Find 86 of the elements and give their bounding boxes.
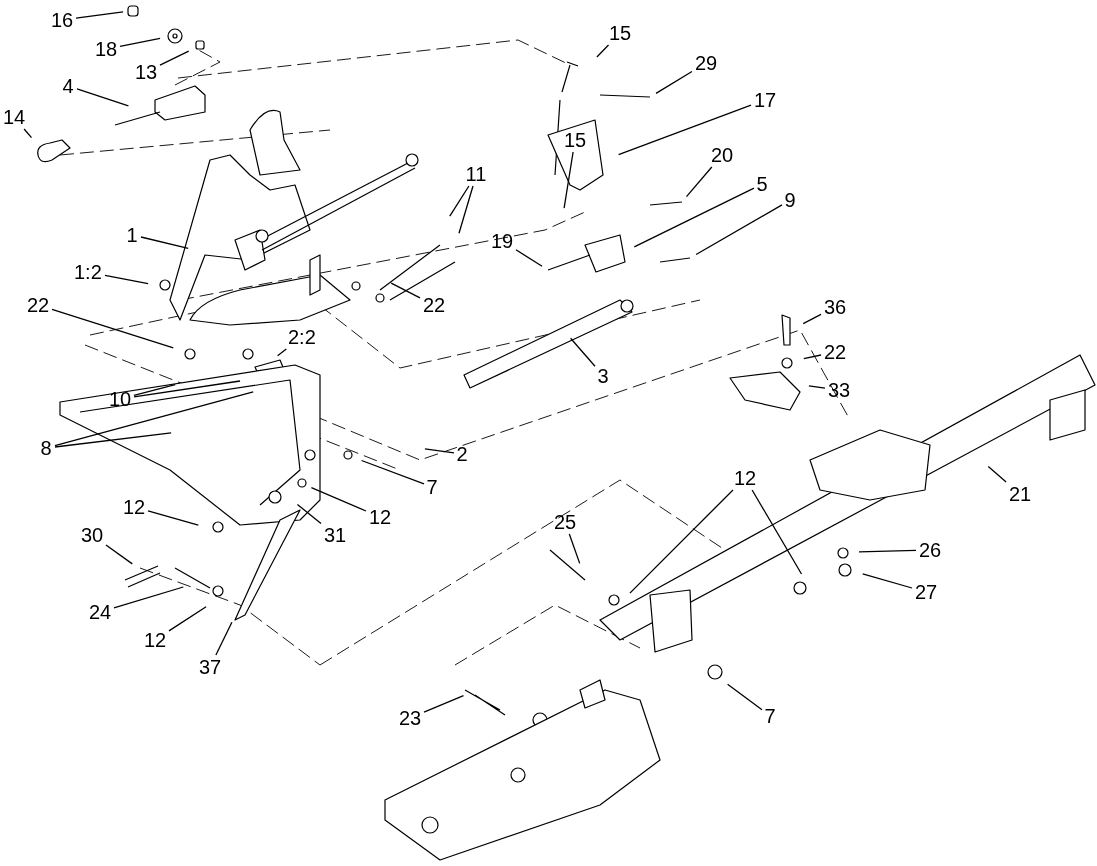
callout-number: 31 bbox=[323, 525, 348, 545]
callout-number: 11 bbox=[464, 164, 488, 184]
leader-line bbox=[51, 308, 174, 349]
callout-number: 3 bbox=[596, 366, 610, 386]
leader-line bbox=[75, 11, 124, 19]
callout-number: 22 bbox=[26, 295, 51, 315]
leader-line bbox=[54, 391, 254, 447]
callout-number: 26 bbox=[918, 540, 943, 560]
leader-line bbox=[563, 151, 574, 209]
leader-line bbox=[803, 354, 822, 360]
leader-line bbox=[596, 44, 610, 58]
leader-line bbox=[76, 88, 130, 107]
leader-line bbox=[105, 544, 133, 565]
leader-line bbox=[629, 489, 734, 594]
leader-line bbox=[23, 128, 33, 139]
leader-line bbox=[808, 385, 826, 389]
leader-line bbox=[987, 465, 1007, 483]
callout-number: 22 bbox=[422, 295, 447, 315]
callout-number: 9 bbox=[783, 190, 797, 210]
callout-number: 17 bbox=[753, 90, 778, 110]
leader-line bbox=[159, 50, 190, 66]
callout-number: 24 bbox=[88, 602, 113, 622]
leader-line bbox=[140, 236, 189, 250]
leader-line bbox=[54, 432, 172, 448]
leader-line bbox=[458, 185, 474, 234]
leader-line bbox=[568, 533, 581, 565]
leader-line bbox=[802, 313, 822, 325]
leader-line bbox=[695, 204, 783, 256]
callout-number: 27 bbox=[914, 582, 939, 602]
leader-line bbox=[655, 70, 693, 95]
callout-number: 10 bbox=[108, 389, 133, 409]
callout-number: 7 bbox=[763, 706, 777, 726]
leader-line bbox=[147, 510, 199, 526]
leader-line bbox=[133, 380, 241, 398]
leader-line bbox=[104, 274, 149, 285]
callout-number: 8 bbox=[39, 438, 53, 458]
leader-line bbox=[119, 37, 161, 47]
callout-number: 29 bbox=[694, 53, 719, 73]
callout-number: 12 bbox=[122, 497, 147, 517]
leader-line bbox=[390, 282, 421, 299]
callout-number: 16 bbox=[50, 10, 75, 30]
callout-number: 15 bbox=[563, 130, 588, 150]
callout-number: 1 bbox=[125, 225, 139, 245]
callout-number: 18 bbox=[94, 39, 119, 59]
callout-number: 37 bbox=[198, 657, 223, 677]
callout-number: 12 bbox=[733, 468, 758, 488]
callout-number: 4 bbox=[61, 76, 75, 96]
callout-number: 12 bbox=[368, 507, 393, 527]
callout-number: 20 bbox=[710, 145, 735, 165]
callout-number: 12 bbox=[143, 630, 168, 650]
callout-number: 23 bbox=[398, 708, 423, 728]
leader-line bbox=[726, 683, 763, 711]
leader-line bbox=[685, 166, 713, 198]
leader-line bbox=[215, 621, 233, 656]
callout-number: 2:2 bbox=[287, 327, 317, 347]
callout-number: 14 bbox=[2, 107, 27, 127]
callout-number: 2 bbox=[455, 444, 469, 464]
leader-line bbox=[569, 337, 596, 367]
leader-line bbox=[424, 448, 455, 454]
leader-line bbox=[515, 249, 543, 267]
leader-line bbox=[633, 187, 755, 248]
leader-line bbox=[133, 384, 176, 397]
leader-line bbox=[310, 487, 367, 512]
callout-number: 30 bbox=[80, 525, 105, 545]
callout-number: 33 bbox=[827, 380, 852, 400]
leader-line bbox=[858, 549, 917, 553]
leader-line bbox=[276, 348, 287, 357]
leader-line bbox=[168, 606, 207, 632]
callout-number: 22 bbox=[823, 342, 848, 362]
leader-line bbox=[751, 489, 803, 575]
callout-number: 19 bbox=[490, 231, 515, 251]
leader-line bbox=[423, 695, 465, 713]
callout-number: 25 bbox=[553, 512, 578, 532]
leader-line bbox=[862, 573, 913, 589]
callout-number: 1:2 bbox=[73, 262, 103, 282]
leader-line bbox=[360, 459, 425, 485]
callout-number: 36 bbox=[823, 297, 848, 317]
callout-number: 21 bbox=[1008, 484, 1033, 504]
callout-number: 5 bbox=[755, 174, 769, 194]
leader-line bbox=[113, 586, 184, 609]
callout-number: 15 bbox=[608, 23, 633, 43]
leader-line bbox=[449, 185, 470, 217]
leader-line bbox=[296, 503, 322, 525]
leader-line bbox=[617, 104, 752, 156]
callout-number: 13 bbox=[134, 62, 159, 82]
callout-number: 7 bbox=[425, 477, 439, 497]
